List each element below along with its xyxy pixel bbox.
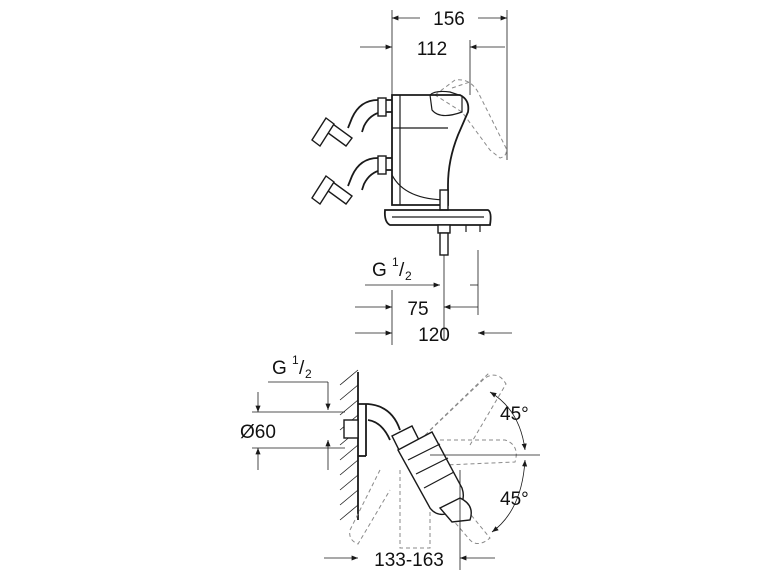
angle-lower-label: 45° <box>500 489 529 510</box>
thread-top-slash: / <box>399 260 405 281</box>
dimension-120: 120 <box>355 325 512 346</box>
dim-156-label: 156 <box>433 9 465 30</box>
dia-60-label: Ø60 <box>240 422 276 443</box>
thread-top-num: 1 <box>392 255 399 269</box>
dimension-112: 112 <box>360 39 505 95</box>
dimension-133-163: 133-163 <box>324 470 495 571</box>
dim-120-label: 120 <box>418 325 450 346</box>
rosette-diameter-dim: Ø60 <box>240 392 345 470</box>
thread-bottom-g: G <box>272 358 287 379</box>
side-elevation-view: 156 112 <box>311 9 512 346</box>
upper-elbow-connection <box>311 97 392 148</box>
thread-top-den: 2 <box>405 269 412 283</box>
angle-45-upper: 45° <box>430 391 540 456</box>
thread-label-top: G 1 / 2 <box>365 250 479 315</box>
angle-upper-label: 45° <box>500 404 529 425</box>
plan-view: G 1 / 2 Ø60 <box>240 353 540 571</box>
mixer-body <box>391 90 470 211</box>
dim-112-label: 112 <box>417 39 447 60</box>
plan-elbow <box>343 403 401 457</box>
thread-bottom-den: 2 <box>305 367 312 381</box>
angle-45-lower: 45° <box>491 459 529 533</box>
thread-bottom-num: 1 <box>292 353 299 367</box>
dim-133-163-label: 133-163 <box>374 550 444 571</box>
thread-top-g: G <box>372 260 387 281</box>
thread-bottom-slash: / <box>299 358 305 379</box>
lever-open-ghost <box>434 79 507 159</box>
spout <box>383 209 492 340</box>
dimension-75: 75 <box>355 290 478 345</box>
dim-75-label: 75 <box>407 299 428 320</box>
wall-hatched <box>339 369 359 521</box>
lower-elbow-connection <box>311 155 392 206</box>
thread-label-bottom: G 1 / 2 <box>268 353 331 470</box>
hand-shower-body <box>391 425 472 523</box>
dimension-156: 156 <box>391 9 508 160</box>
